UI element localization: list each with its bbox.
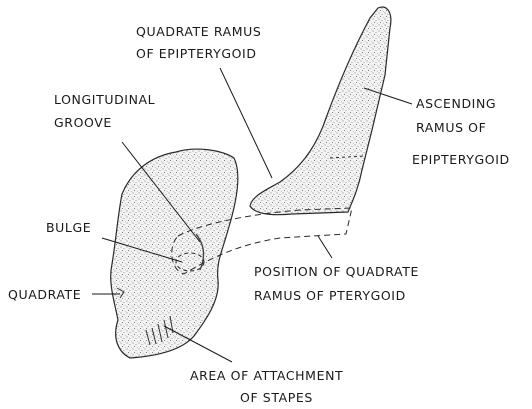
label-bulge: BULGE: [46, 220, 91, 235]
label-longitudinal-groove: LONGITUDINAL GROOVE: [54, 92, 160, 130]
label-quadrate: QUADRATE: [8, 287, 81, 302]
quadrate-bone: [111, 149, 238, 358]
epipterygoid-bone: [250, 7, 391, 215]
label-ascending-ramus: ASCENDING RAMUS OF EPIPTERYGOID: [412, 96, 510, 167]
leader-position-pterygoid: [318, 236, 332, 258]
label-position-pterygoid: POSITION OF QUADRATE RAMUS OF PTERYGOID: [254, 264, 424, 303]
label-quadrate-ramus-epipterygoid: QUADRATE RAMUS OF EPIPTERYGOID: [136, 24, 266, 61]
label-stapes-attachment: AREA OF ATTACHMENT OF STAPES: [190, 368, 348, 405]
